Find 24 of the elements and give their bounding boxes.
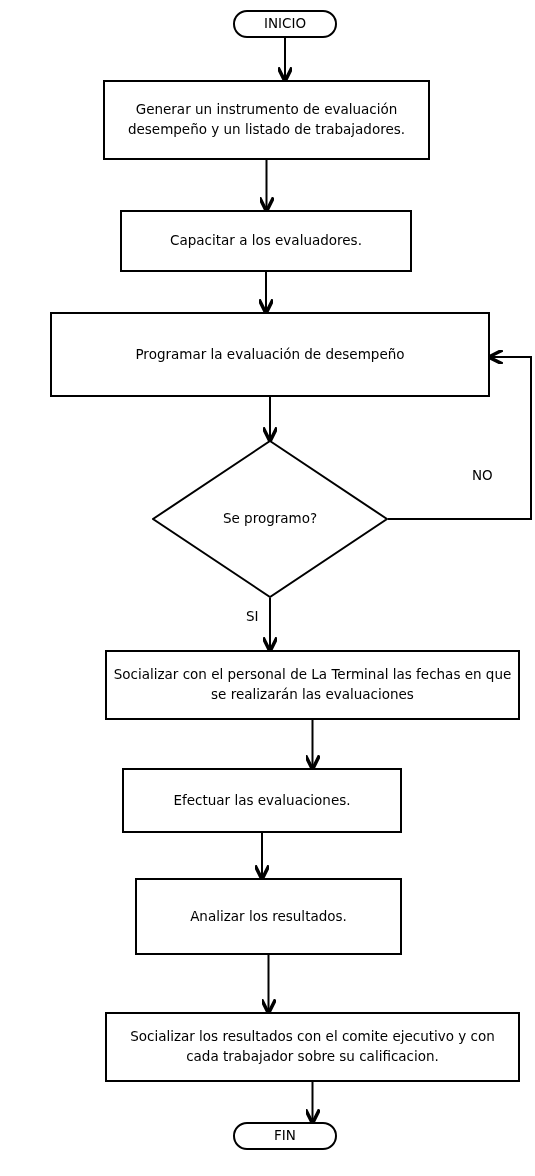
decision-diamond: [152, 440, 388, 598]
arrow: [387, 348, 532, 520]
process-box: [105, 1012, 520, 1082]
edge-label: SI: [244, 608, 261, 624]
arrow: [261, 396, 279, 444]
node-text: Efectuar las evaluaciones.: [173, 790, 351, 810]
process-box: [135, 878, 402, 955]
process-box: [122, 768, 402, 833]
process-box: [103, 80, 430, 160]
node-text: FIN: [274, 1126, 296, 1146]
node-text: Socializar los resultados con el comite ejecutivo y con cada trabajador sobre su calificacion.: [129, 1027, 496, 1066]
terminal-pill: [233, 10, 337, 38]
node-text: Generar un instrumento de evaluación desempeño y un listado de trabajadores.: [126, 100, 407, 139]
node-text: Se programo?: [222, 509, 318, 529]
edge-label: NO: [470, 467, 495, 483]
node-text: INICIO: [263, 14, 307, 34]
process-box: [50, 312, 490, 397]
process-box: [120, 210, 412, 272]
node-text: Programar la evaluación de desempeño: [135, 344, 405, 364]
node-text: Analizar los resultados.: [190, 906, 347, 926]
node-text: Capacitar a los evaluadores.: [170, 231, 362, 251]
node-text: Socializar con el personal de La Terminal las fechas en que se realizarán las evaluaciones: [113, 665, 512, 704]
process-box: [105, 650, 520, 720]
terminal-pill: [233, 1122, 337, 1150]
